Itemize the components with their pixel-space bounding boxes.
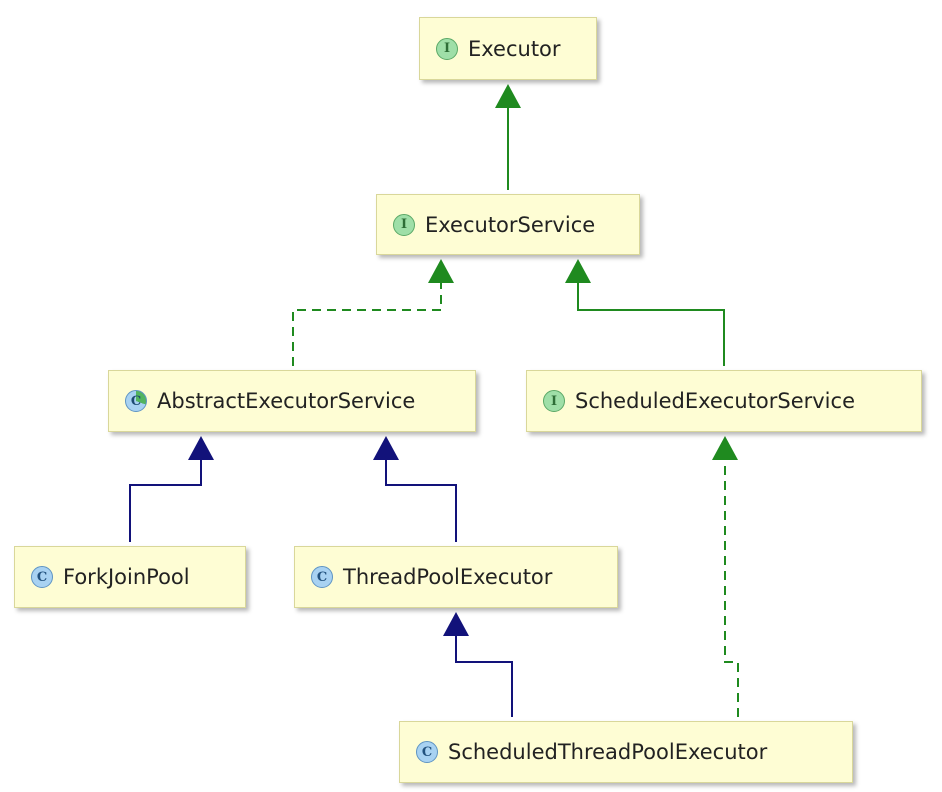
node-executor-service[interactable]: I ExecutorService [376,194,640,255]
interface-icon: I [436,37,458,60]
node-label: ForkJoinPool [63,565,190,589]
node-label: ThreadPoolExecutor [343,565,553,589]
class-icon: C [311,566,333,588]
node-label: Executor [468,36,561,61]
arrowhead-abstractexecutorservice-left [188,436,214,460]
arrowhead-executorservice-left [428,259,454,283]
arrowhead-executor [495,84,521,108]
edge-abstractexecutorservice-to-executorservice [292,283,442,366]
node-abstract-executor-service[interactable]: C AbstractExecutorService [108,370,476,432]
edge-threadpoolexecutor-to-abstractexecutorservice [385,460,457,542]
interface-icon: I [393,213,415,236]
node-label: ScheduledThreadPoolExecutor [448,740,768,764]
edge-forkjoinpool-to-abstractexecutorservice [129,460,202,542]
arrowhead-scheduledexecutorservice [712,436,738,460]
node-fork-join-pool[interactable]: C ForkJoinPool [14,546,246,608]
interface-icon: I [543,390,565,412]
node-thread-pool-executor[interactable]: C ThreadPoolExecutor [294,546,618,608]
node-label: AbstractExecutorService [157,389,416,413]
abstract-class-icon: C [125,390,147,412]
node-scheduled-thread-pool-executor[interactable]: C ScheduledThreadPoolExecutor [399,721,853,783]
arrowhead-threadpoolexecutor [443,612,469,636]
arrowhead-abstractexecutorservice-right [373,436,399,460]
class-icon: C [416,741,438,763]
node-scheduled-executor-service[interactable]: I ScheduledExecutorService [526,370,922,432]
edge-scheduledexecutorservice-to-executorservice [577,283,725,366]
class-icon: C [31,566,53,588]
edge-scheduledthreadpoolexecutor-to-scheduledexecutorservice [724,460,739,717]
node-label: ScheduledExecutorService [575,389,855,413]
node-label: ExecutorService [425,212,596,237]
node-executor[interactable]: I Executor [419,17,597,80]
edge-scheduledthreadpoolexecutor-to-threadpoolexecutor [455,636,513,717]
arrowhead-executorservice-right [565,259,591,283]
